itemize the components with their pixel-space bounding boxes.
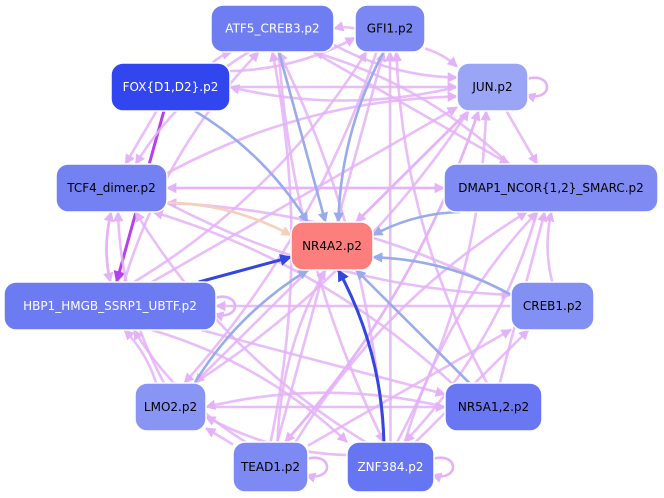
node-label: JUN.p2 xyxy=(471,80,512,94)
node-box xyxy=(210,4,335,53)
edge-tead1-to-nr4a2 xyxy=(276,269,327,443)
node-box xyxy=(456,62,529,112)
node-label: ATF5_CREB3.p2 xyxy=(225,22,319,36)
edge-hbp1-to-znf384 xyxy=(151,328,348,443)
node-box xyxy=(232,441,309,493)
edge-hbp1-to-gfi1 xyxy=(133,51,368,284)
self-loops-layer xyxy=(212,76,549,483)
edge-jun-to-nr4a2 xyxy=(355,110,470,223)
node-label: NR5A1,2.p2 xyxy=(458,400,529,414)
node-label: GFI1.p2 xyxy=(367,22,413,36)
edge-jun-to-dmap1 xyxy=(505,110,539,165)
node-znf384[interactable]: ZNF384.p2 xyxy=(346,441,435,493)
node-box xyxy=(55,163,168,213)
edge-gfi1-to-jun xyxy=(424,47,458,68)
edge-hbp1-to-tcf4 xyxy=(103,210,114,283)
node-box xyxy=(3,281,217,331)
edge-atf5-to-jun xyxy=(333,43,459,83)
node-label: NR4A2.p2 xyxy=(302,239,362,253)
node-label: ZNF384.p2 xyxy=(357,460,423,474)
node-label: CREB1.p2 xyxy=(523,299,582,313)
edge-fox-to-gfi1 xyxy=(229,36,356,73)
node-box xyxy=(443,163,659,213)
edge-creb1-to-nr4a2 xyxy=(371,252,512,296)
edge-creb1-to-dmap1 xyxy=(544,210,555,283)
edge-nr5a1-to-nr4a2 xyxy=(355,269,471,384)
node-box xyxy=(110,62,231,112)
node-fox[interactable]: FOX{D1,D2}.p2 xyxy=(110,62,231,112)
node-box xyxy=(444,382,543,432)
node-jun[interactable]: JUN.p2 xyxy=(456,62,529,112)
edge-hbp1-to-nr4a2 xyxy=(198,254,293,284)
edge-fox-to-atf5 xyxy=(211,49,233,64)
node-gfi1[interactable]: GFI1.p2 xyxy=(354,4,426,53)
edge-dmap1-to-znf384 xyxy=(403,211,539,443)
edge-lmo2-to-nr4a2 xyxy=(193,268,309,384)
edge-fox-to-nr4a2 xyxy=(194,109,309,223)
edge-tead1-to-creb1 xyxy=(307,328,512,447)
node-creb1[interactable]: CREB1.p2 xyxy=(510,281,595,331)
edge-nr5a1-to-tcf4 xyxy=(152,209,453,384)
edge-gfi1-to-nr4a2 xyxy=(333,51,385,224)
edge-lmo2-to-hbp1 xyxy=(123,329,158,384)
self-loop-tead1 xyxy=(304,456,329,483)
node-tead1[interactable]: TEAD1.p2 xyxy=(232,441,309,493)
edge-hbp1-to-jun xyxy=(151,106,458,284)
node-box xyxy=(354,4,426,53)
edge-tcf4-to-nr4a2 xyxy=(166,201,292,237)
node-box xyxy=(346,441,435,493)
node-atf5[interactable]: ATF5_CREB3.p2 xyxy=(210,4,335,53)
edge-tead1-to-dmap1 xyxy=(294,210,528,443)
node-box xyxy=(290,221,374,271)
node-label: TCF4_dimer.p2 xyxy=(66,181,155,195)
node-lmo2[interactable]: LMO2.p2 xyxy=(134,382,207,432)
edge-atf5-to-nr4a2 xyxy=(277,51,328,224)
node-label: DMAP1_NCOR{1,2}_SMARC.p2 xyxy=(458,181,644,195)
edge-dmap1-to-nr4a2 xyxy=(372,210,461,237)
edge-jun-to-tead1 xyxy=(284,110,480,443)
node-box xyxy=(510,281,595,331)
node-dmap1[interactable]: DMAP1_NCOR{1,2}_SMARC.p2 xyxy=(443,163,659,213)
node-label: TEAD1.p2 xyxy=(240,460,300,474)
node-nr4a2[interactable]: NR4A2.p2 xyxy=(290,221,374,271)
node-nr5a1[interactable]: NR5A1,2.p2 xyxy=(444,382,543,432)
node-box xyxy=(134,382,207,432)
node-tcf4[interactable]: TCF4_dimer.p2 xyxy=(55,163,168,213)
node-label: LMO2.p2 xyxy=(144,400,197,414)
node-label: HBP1_HMGB_SSRP1_UBTF.p2 xyxy=(23,299,197,313)
self-loop-hbp1 xyxy=(212,295,237,322)
self-loop-znf384 xyxy=(430,456,455,483)
edge-hbp1-to-atf5 xyxy=(122,51,260,283)
edge-tead1-to-lmo2 xyxy=(205,427,234,446)
edge-znf384-to-nr4a2 xyxy=(337,268,386,443)
edge-atf5-to-dmap1 xyxy=(312,50,511,166)
node-label: FOX{D1,D2}.p2 xyxy=(123,80,219,94)
self-loop-jun xyxy=(524,76,549,103)
edge-jun-to-fox xyxy=(228,84,458,102)
edge-fox-to-tcf4 xyxy=(124,110,158,165)
node-hbp1[interactable]: HBP1_HMGB_SSRP1_UBTF.p2 xyxy=(3,281,217,331)
edge-gfi1-to-atf5 xyxy=(332,21,356,32)
edge-znf384-to-gfi1 xyxy=(384,50,396,443)
edge-dmap1-to-atf5 xyxy=(312,49,510,165)
